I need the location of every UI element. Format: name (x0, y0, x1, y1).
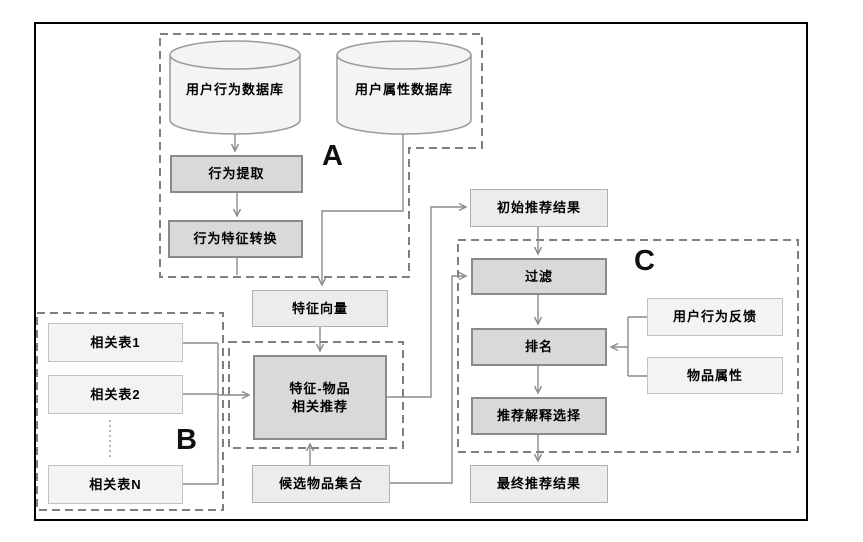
node-behavior-extraction: 行为提取 (170, 155, 303, 193)
node-related-table-2: 相关表2 (48, 375, 183, 414)
node-initial-recommendation-result: 初始推荐结果 (470, 189, 608, 227)
node-filter: 过滤 (471, 258, 607, 295)
node-related-table-n: 相关表N (48, 465, 183, 504)
node-related-table-1: 相关表1 (48, 323, 183, 362)
connector-feature-item-to-initial-result (387, 202, 468, 398)
group-c-outline (457, 239, 799, 453)
connector-candidate-set-to-filter (390, 271, 468, 484)
section-label-c: C (634, 245, 655, 277)
connector-attributedb-to-feature-vector (317, 134, 404, 287)
section-label-a: A (322, 140, 343, 172)
node-recommendation-explanation-selection: 推荐解释选择 (471, 397, 607, 435)
node-feature-vector: 特征向量 (252, 290, 388, 327)
label-user-behavior-db: 用户行为数据库 (185, 81, 284, 97)
database-cylinder-user-behavior (169, 40, 301, 135)
node-user-behavior-feedback: 用户行为反馈 (647, 298, 783, 336)
label-user-attribute-db: 用户属性数据库 (354, 81, 453, 97)
group-b-outline (36, 312, 224, 511)
node-behavior-feature-conversion: 行为特征转换 (168, 220, 303, 258)
node-feature-item-recommendation: 特征-物品 相关推荐 (253, 355, 387, 440)
node-final-recommendation-result: 最终推荐结果 (470, 465, 608, 503)
group-a-outline (159, 33, 483, 278)
node-candidate-item-set: 候选物品集合 (252, 465, 390, 503)
node-ranking: 排名 (471, 328, 607, 366)
database-cylinder-user-attribute (336, 40, 472, 135)
node-item-attributes: 物品属性 (647, 357, 783, 394)
section-label-b: B (176, 424, 197, 456)
